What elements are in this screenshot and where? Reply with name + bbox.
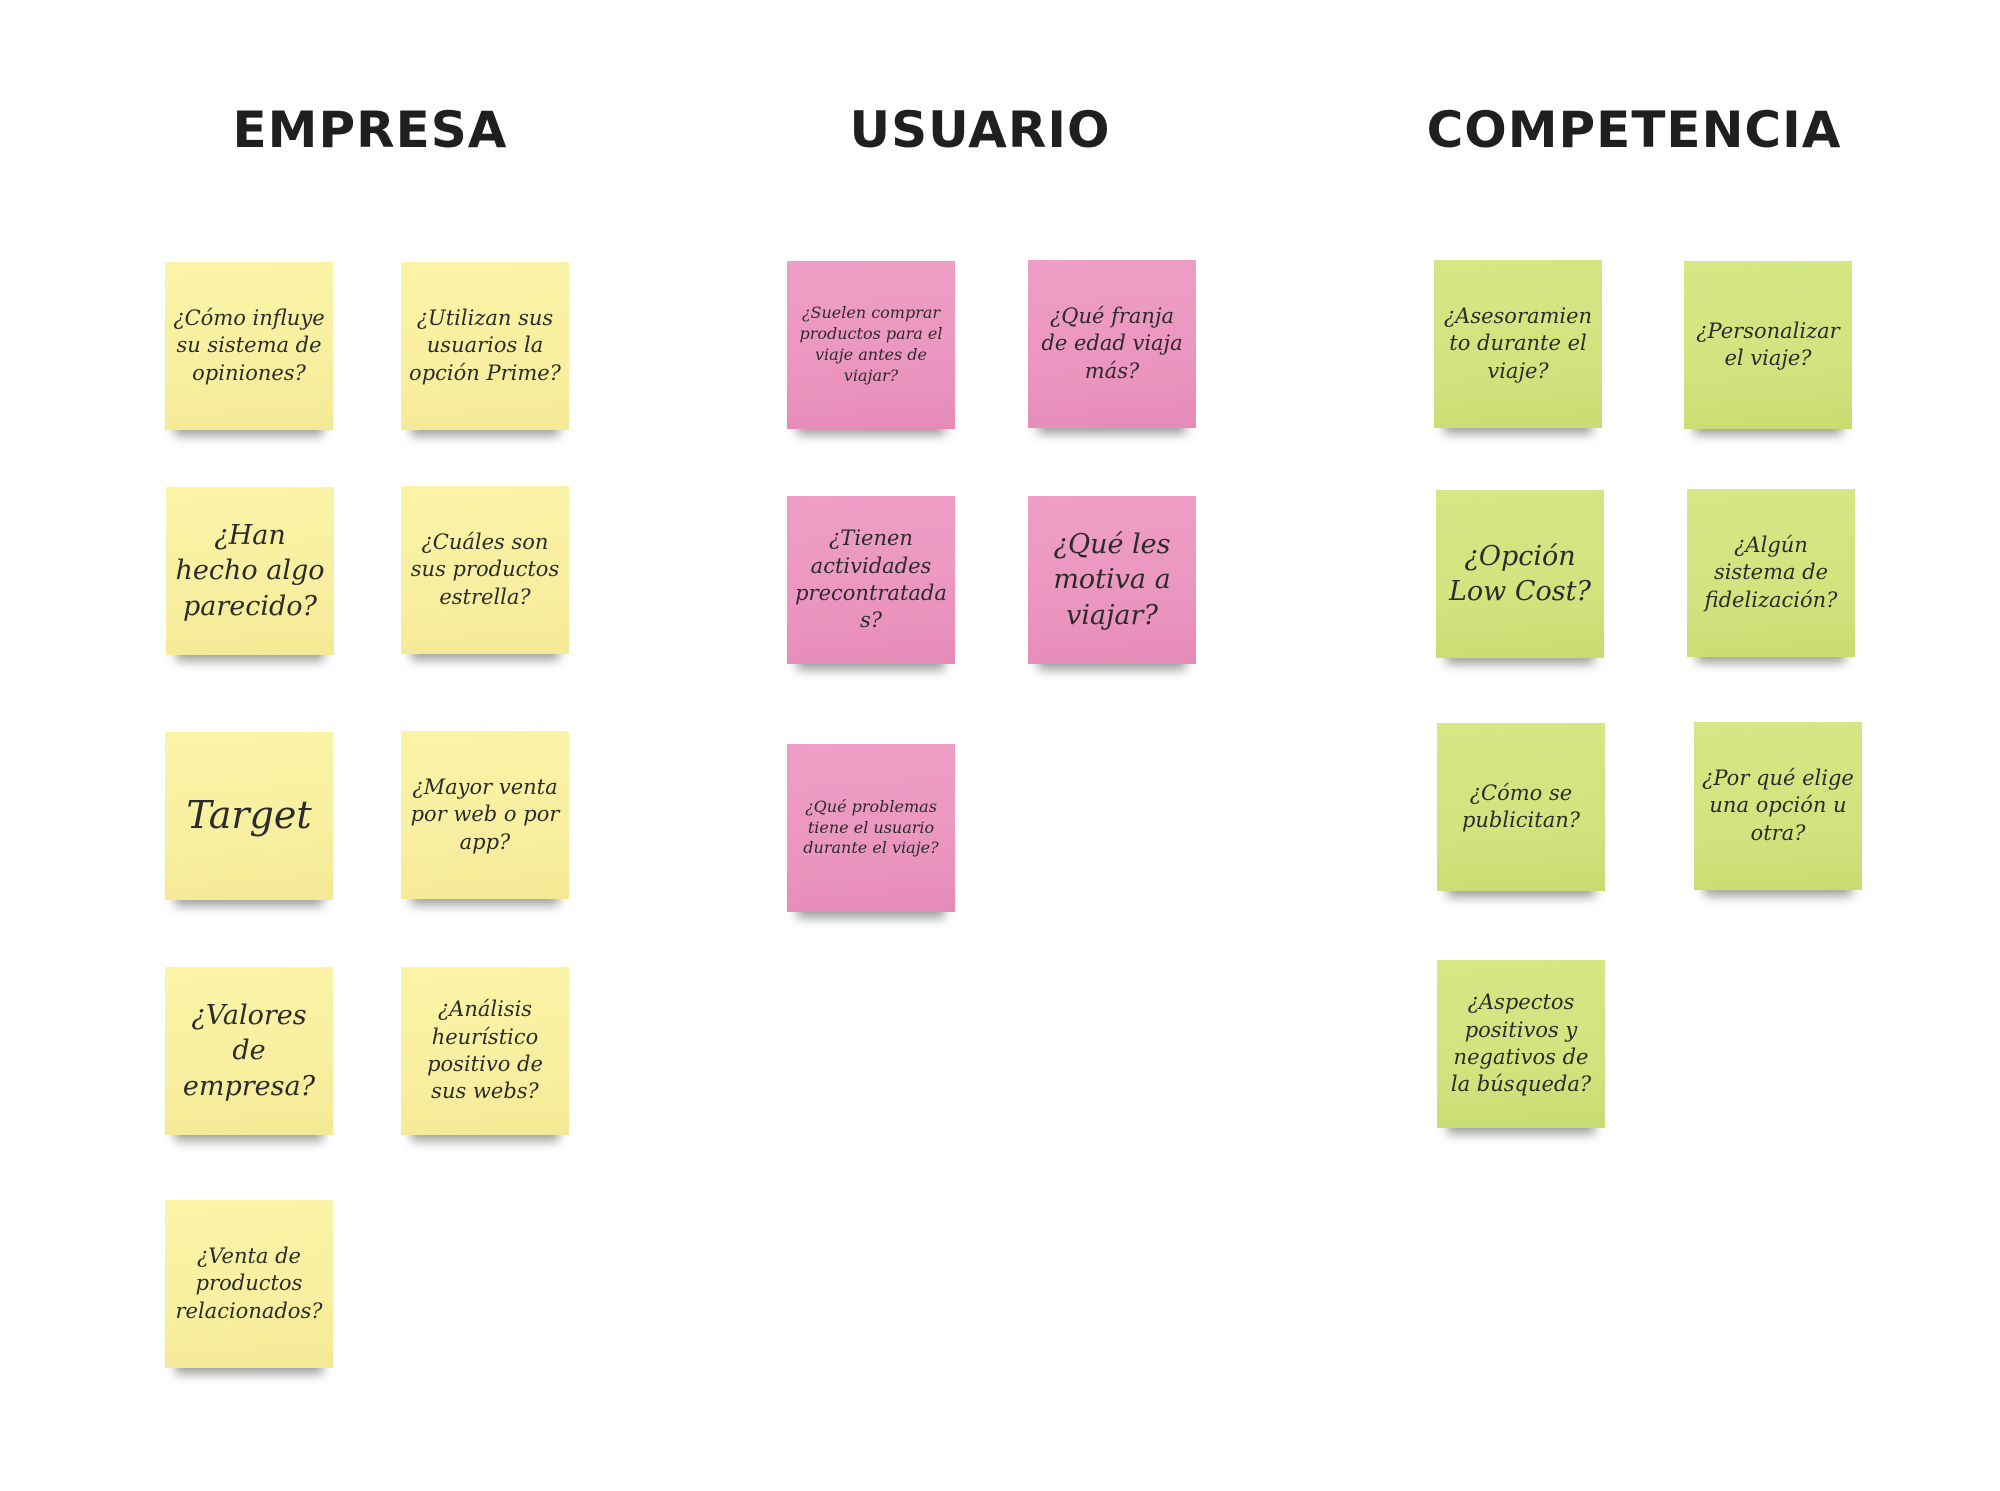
sticky-note-competencia-7[interactable]: ¿Aspectos positivos y negativos de la bú…: [1437, 960, 1605, 1128]
sticky-note-empresa-3[interactable]: ¿Han hecho algo parecido?: [166, 487, 334, 655]
sticky-note-usuario-4[interactable]: ¿Qué les motiva a viajar?: [1028, 496, 1196, 664]
column-header-empresa: EMPRESA: [232, 101, 508, 159]
sticky-note-empresa-7[interactable]: ¿Valores de empresa?: [165, 967, 333, 1135]
sticky-note-empresa-6[interactable]: ¿Mayor venta por web o por app?: [401, 731, 569, 899]
sticky-note-competencia-2[interactable]: ¿Personalizar el viaje?: [1684, 261, 1852, 429]
sticky-note-empresa-2[interactable]: ¿Utilizan sus usuarios la opción Prime?: [401, 262, 569, 430]
sticky-note-competencia-4[interactable]: ¿Algún sistema de fidelización?: [1687, 489, 1855, 657]
sticky-note-usuario-1[interactable]: ¿Suelen comprar productos para el viaje …: [787, 261, 955, 429]
sticky-note-empresa-4[interactable]: ¿Cuáles son sus productos estrella?: [401, 486, 569, 654]
sticky-note-competencia-5[interactable]: ¿Cómo se publicitan?: [1437, 723, 1605, 891]
column-header-usuario: USUARIO: [849, 101, 1111, 159]
sticky-note-competencia-6[interactable]: ¿Por qué elige una opción u otra?: [1694, 722, 1862, 890]
column-header-competencia: COMPETENCIA: [1426, 101, 1842, 159]
sticky-note-competencia-3[interactable]: ¿Opción Low Cost?: [1436, 490, 1604, 658]
sticky-note-empresa-5[interactable]: Target: [165, 732, 333, 900]
sticky-note-empresa-1[interactable]: ¿Cómo influye su sistema de opiniones?: [165, 262, 333, 430]
sticky-note-usuario-5[interactable]: ¿Qué problemas tiene el usuario durante …: [787, 744, 955, 912]
sticky-note-competencia-1[interactable]: ¿Asesoramiento durante el viaje?: [1434, 260, 1602, 428]
sticky-note-empresa-8[interactable]: ¿Análisis heurístico positivo de sus web…: [401, 967, 569, 1135]
sticky-note-usuario-3[interactable]: ¿Tienen actividades precontratadas?: [787, 496, 955, 664]
sticky-note-empresa-9[interactable]: ¿Venta de productos relacionados?: [165, 1200, 333, 1368]
sticky-note-usuario-2[interactable]: ¿Qué franja de edad viaja más?: [1028, 260, 1196, 428]
